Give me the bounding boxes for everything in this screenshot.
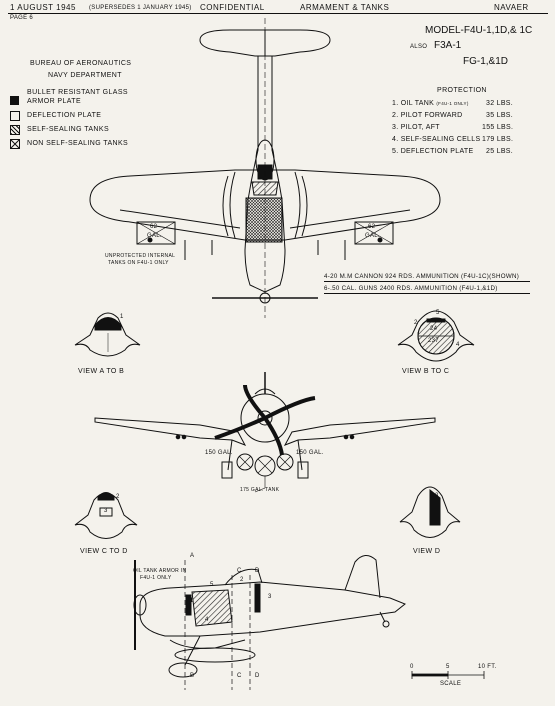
row-name: PILOT FORWARD: [400, 112, 463, 119]
side-marker-1: 1: [190, 598, 194, 604]
header-page: PAGE 6: [10, 15, 34, 21]
side-marker-3: 3: [268, 594, 272, 600]
header-date: 1 AUGUST 1945: [10, 3, 76, 12]
side-marker-4: 4: [205, 617, 209, 623]
tank-left-unit: GAL.: [147, 233, 162, 239]
armament-line1: 4-20 M.M CANNON 924 RDS. AMMUNITION (F4U…: [324, 273, 520, 280]
section-a-top: A: [190, 553, 195, 559]
legend-label: BULLET RESISTANT GLASS: [27, 89, 128, 96]
row-name: DEFLECTION PLATE: [400, 148, 474, 155]
view-b-value-24: 24: [430, 326, 438, 332]
front-right-tank: 150 GAL.: [296, 450, 324, 456]
model-also: ALSO: [410, 44, 428, 50]
view-c-to-d-label: VIEW C TO D: [80, 548, 128, 555]
row-weight: 35 LBS.: [486, 112, 514, 119]
section-d-top: D: [255, 568, 260, 574]
plan-view: [89, 18, 441, 318]
legend-sublabel: ARMOR PLATE: [27, 98, 82, 105]
row-weight: 179 LBS.: [482, 136, 514, 143]
protection-row: 2. PILOT FORWARD: [392, 112, 462, 119]
legend-label: SELF-SEALING TANKS: [27, 126, 110, 133]
row-note: (F4U-1 ONLY): [436, 101, 469, 106]
legend-solid-symbol: [10, 96, 19, 105]
oil-tank-note-1: OIL TANK ARMOR IN: [133, 568, 187, 574]
view-b-to-c-label: VIEW B TO C: [402, 368, 450, 375]
view-b-marker-2: 2: [414, 320, 418, 326]
view-a-marker: 1: [120, 314, 124, 320]
model-line1: MODEL-F4U-1,1D,& 1C: [425, 25, 533, 36]
front-view: [94, 372, 436, 493]
armament-rule-1: [324, 281, 530, 282]
legend-hatch-symbol: [10, 125, 20, 135]
legend-label: DEFLECTION PLATE: [27, 112, 102, 119]
section-b-bottom: B: [190, 673, 195, 679]
unprotected-note-1: UNPROTECTED INTERNAL: [105, 253, 176, 259]
row-name: OIL TANK: [400, 100, 435, 107]
view-c-marker-2: 2: [116, 494, 120, 500]
row-weight: 155 LBS.: [482, 124, 514, 131]
armament-rule-2: [324, 293, 530, 294]
bureau-line1: BUREAU OF AERONAUTICS: [30, 60, 132, 67]
protection-row: 4. SELF-SEALING CELLS: [392, 136, 480, 143]
tank-left-qty: 62: [150, 224, 158, 230]
view-b-value-237: 237: [428, 338, 439, 344]
oil-tank-note-2: F4U-1 ONLY: [140, 575, 172, 581]
front-left-tank: 150 GAL.: [205, 450, 233, 456]
view-b-to-c: [397, 310, 475, 362]
bureau-line2: NAVY DEPARTMENT: [48, 72, 122, 79]
model-line2: F3A-1: [434, 40, 462, 51]
view-a-to-b-label: VIEW A TO B: [78, 368, 125, 375]
scale-tick-0: 0: [410, 664, 414, 670]
model-line3: FG-1,&1D: [463, 56, 509, 67]
row-num: 3.: [392, 124, 399, 131]
view-c-to-d: [74, 492, 138, 539]
side-view: [133, 555, 406, 690]
header-publisher: NAVAER: [494, 3, 529, 12]
scale-tick-10: 10 FT.: [478, 664, 497, 670]
row-num: 2.: [392, 112, 399, 119]
legend-label: NON SELF-SEALING TANKS: [27, 140, 129, 147]
header-rule: [8, 13, 548, 14]
row-num: 1.: [392, 100, 399, 107]
row-num: 5.: [392, 148, 399, 155]
scale-label: SCALE: [440, 681, 462, 687]
row-name: SELF-SEALING CELLS: [400, 136, 481, 143]
protection-row: 5. DEFLECTION PLATE: [392, 148, 473, 155]
header-classification: CONFIDENTIAL: [200, 3, 265, 12]
view-d: [399, 486, 461, 538]
header-supersedes: (SUPERSEDES 1 JANUARY 1945): [89, 5, 192, 11]
view-d-marker-3: 3: [435, 493, 439, 499]
view-b-marker-4: 4: [456, 342, 460, 348]
side-marker-5: 5: [210, 582, 214, 588]
view-a-to-b: [74, 312, 141, 357]
row-name: PILOT, AFT: [400, 124, 440, 131]
scale-tick-5: 5: [446, 664, 450, 670]
row-weight: 25 LBS.: [486, 148, 514, 155]
header-section: ARMAMENT & TANKS: [300, 3, 390, 12]
side-marker-2: 2: [240, 577, 244, 583]
view-c-marker-3: 3: [104, 508, 108, 514]
legend-blank-symbol: [10, 111, 20, 121]
row-num: 4.: [392, 136, 399, 143]
section-c-bottom: C: [237, 673, 242, 679]
view-d-label: VIEW D: [413, 548, 441, 555]
scale-bar: [411, 671, 485, 679]
section-d-bottom: D: [255, 673, 260, 679]
tank-right-unit: GAL.: [365, 233, 380, 239]
front-center-tank: 175 GAL. TANK: [240, 487, 280, 493]
row-weight: 32 LBS.: [486, 100, 514, 107]
protection-title: PROTECTION: [437, 87, 487, 94]
legend-cross-symbol: [10, 139, 20, 149]
armament-line2: 6-.50 CAL. GUNS 2400 RDS. AMMUNITION (F4…: [324, 285, 498, 292]
section-c-top: C: [237, 568, 242, 574]
unprotected-note-2: TANKS ON F4U-1 ONLY: [108, 260, 169, 266]
tank-right-qty: 62: [368, 224, 376, 230]
protection-row: 1. OIL TANK (F4U-1 ONLY): [392, 100, 469, 107]
view-b-marker-5: 5: [436, 310, 440, 316]
protection-row: 3. PILOT, AFT: [392, 124, 440, 131]
